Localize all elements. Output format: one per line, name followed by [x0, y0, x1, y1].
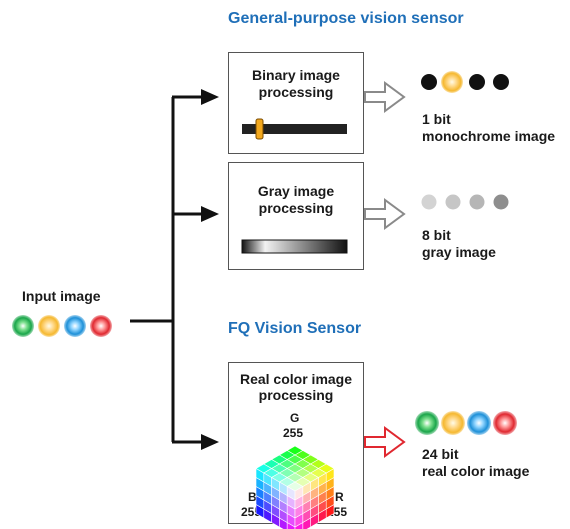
gray-dots: [421, 194, 509, 210]
cube-g-label: G: [290, 411, 300, 425]
gray-dot-icon: [445, 194, 461, 210]
input-color-dots: [12, 315, 112, 337]
black-dot-icon: [421, 74, 437, 90]
real-color-title-line1: Real color image: [239, 371, 353, 387]
gray-gradient-bar: [241, 239, 348, 254]
connector-lines: [130, 95, 203, 444]
gray-output-arrow-icon: [364, 81, 406, 113]
output-24bit-label: 24 bit: [422, 446, 459, 462]
gray-dot-icon: [421, 194, 437, 210]
gray-title-line1: Gray image: [257, 183, 335, 199]
rgb-color-cube-icon: [255, 445, 335, 529]
cube-r-label: R: [335, 490, 344, 504]
green-dot-icon: [12, 315, 34, 337]
binary-title-line1: Binary image: [252, 67, 340, 83]
gray-output-arrow-icon: [364, 198, 406, 230]
red-dot-icon: [493, 411, 517, 435]
black-dot-icon: [493, 74, 509, 90]
output-8bit-label: 8 bit: [422, 227, 451, 243]
output-1bit-label: 1 bit: [422, 111, 451, 127]
arrowhead-icon: [201, 89, 219, 105]
green-dot-icon: [415, 411, 439, 435]
cube-g-value: 255: [283, 426, 304, 440]
output-real-color-label: real color image: [422, 463, 530, 479]
yellow-dot-icon: [441, 71, 463, 93]
output-gray-label: gray image: [422, 244, 496, 260]
fq-vision-sensor-heading: FQ Vision Sensor: [228, 320, 362, 337]
cube-b-label: B: [248, 490, 257, 504]
black-dot-icon: [469, 74, 485, 90]
binary-threshold-bar: [242, 118, 347, 140]
binary-title-line2: processing: [258, 84, 334, 100]
threshold-marker-icon: [255, 118, 264, 140]
red-output-arrow-icon: [364, 426, 406, 458]
general-purpose-heading: General-purpose vision sensor: [228, 10, 464, 27]
gray-title-line2: processing: [258, 200, 334, 216]
real-color-title-line2: processing: [258, 387, 334, 403]
red-dot-icon: [90, 315, 112, 337]
output-monochrome-label: monochrome image: [422, 128, 556, 144]
binary-processing-box: Binary image processing: [228, 52, 364, 154]
yellow-dot-icon: [38, 315, 60, 337]
monochrome-dots: [421, 71, 509, 93]
real-color-dots: [415, 411, 517, 435]
input-arrowheads: [201, 89, 219, 450]
blue-dot-icon: [467, 411, 491, 435]
gray-dot-icon: [493, 194, 509, 210]
real-color-processing-box: Real color image processing: [228, 362, 364, 524]
arrowhead-icon: [201, 434, 219, 450]
gray-dot-icon: [469, 194, 485, 210]
yellow-dot-icon: [441, 411, 465, 435]
arrowhead-icon: [201, 206, 219, 222]
input-image-label: Input image: [22, 288, 101, 304]
blue-dot-icon: [64, 315, 86, 337]
